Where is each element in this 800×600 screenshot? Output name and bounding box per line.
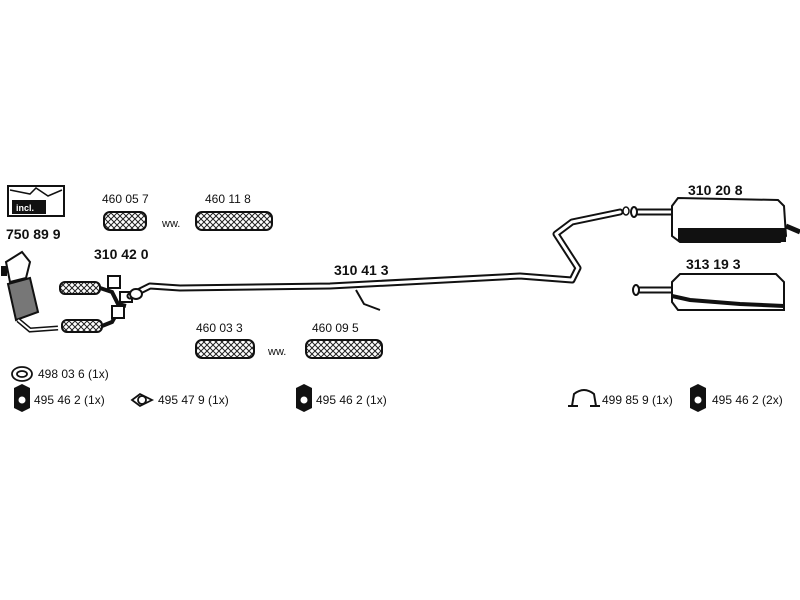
flex-pipe-label-1: 460 05 7 <box>102 192 149 206</box>
clamp-icon <box>568 389 600 407</box>
kit-part-number: 750 89 9 <box>6 226 61 242</box>
rubber-hanger-icon <box>296 384 312 412</box>
flex-pipe-label-4: 460 09 5 <box>312 321 359 335</box>
kit-incl-label: incl. <box>16 203 34 213</box>
flex-pipe-460-11-8 <box>195 211 273 231</box>
oval-gasket-label: 495 47 9 (1x) <box>158 393 229 407</box>
ww-note-bottom: ww. <box>268 346 287 358</box>
rubber-hanger-icon <box>14 384 30 412</box>
hanger-label-3: 495 46 2 (2x) <box>712 393 783 407</box>
hanger-label-2: 495 46 2 (1x) <box>316 393 387 407</box>
flex-pipe-460-05-7 <box>103 211 147 231</box>
rear-silencer-2 <box>632 273 785 311</box>
middle-pipe <box>126 206 630 311</box>
flex-pipe-460-09-5 <box>305 339 383 359</box>
rear-silencer-1 <box>630 196 800 243</box>
ww-note-top: ww. <box>162 218 181 230</box>
front-pipe-assembly <box>59 275 133 333</box>
oval-gasket-icon <box>130 392 155 408</box>
flex-pipe-label-3: 460 03 3 <box>196 321 243 335</box>
flex-pipe-460-03-3 <box>195 339 255 359</box>
clamp-label: 499 85 9 (1x) <box>602 393 673 407</box>
rear-silencer-1-label: 310 20 8 <box>688 182 743 198</box>
front-pipe-label: 310 42 0 <box>94 246 149 262</box>
catalytic-converter <box>1 250 59 333</box>
hanger-label-1: 495 46 2 (1x) <box>34 393 105 407</box>
rear-silencer-2-label: 313 19 3 <box>686 256 741 272</box>
kit-box-icon: incl. <box>7 185 65 217</box>
middle-pipe-label: 310 41 3 <box>334 262 389 278</box>
gasket-ring-icon <box>11 366 33 382</box>
flex-pipe-label-2: 460 11 8 <box>205 192 251 206</box>
gasket-ring-label: 498 03 6 (1x) <box>38 367 109 381</box>
rubber-hanger-icon <box>690 384 706 412</box>
